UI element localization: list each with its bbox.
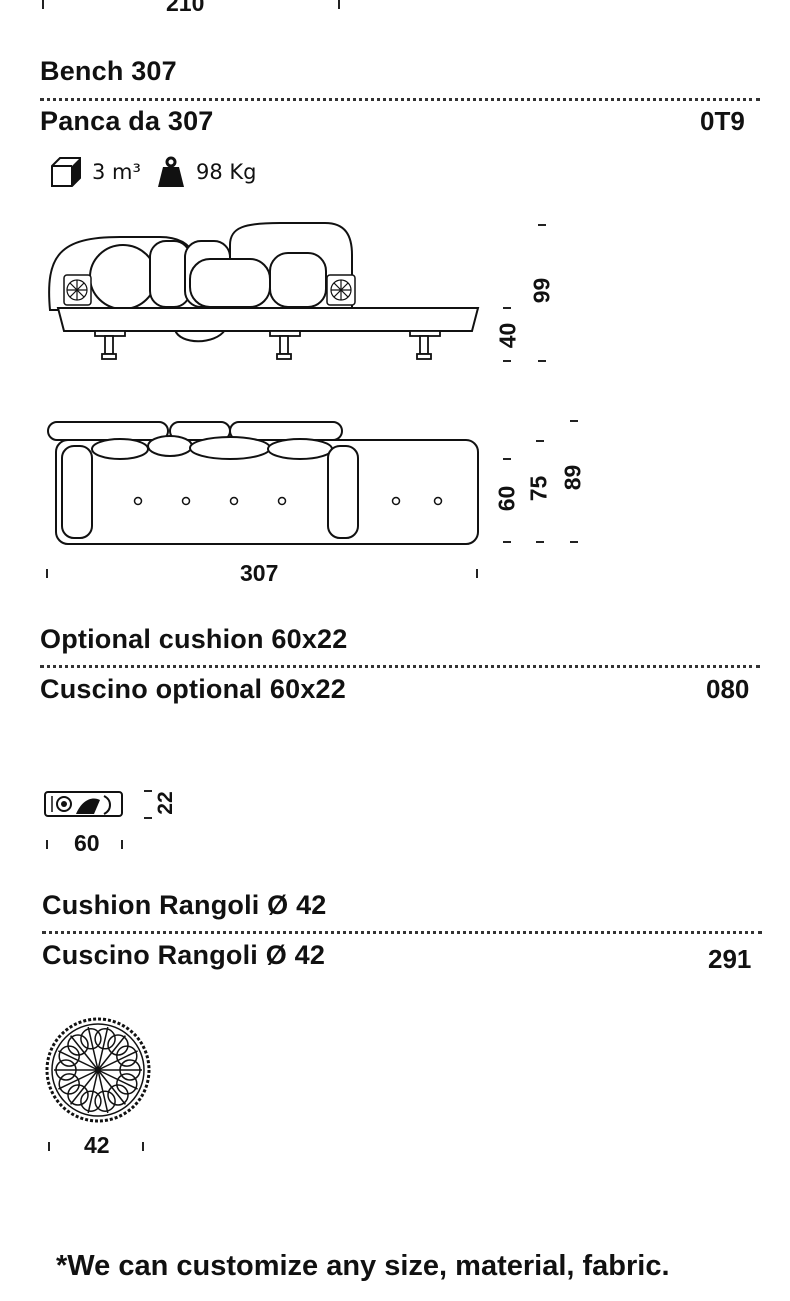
dim-tick bbox=[42, 0, 44, 9]
dim-tick bbox=[570, 420, 578, 422]
dim-tick bbox=[144, 790, 152, 792]
dim-height-back: 99 bbox=[528, 277, 555, 304]
cushion-title-it: Cuscino optional 60x22 bbox=[40, 674, 346, 704]
weight-icon bbox=[158, 156, 184, 187]
section-divider bbox=[42, 931, 762, 934]
dim-tick bbox=[121, 840, 123, 849]
rangoli-cushion-drawing bbox=[45, 1017, 151, 1123]
cushion-dim-height: 22 bbox=[154, 791, 177, 815]
dim-tick bbox=[338, 0, 340, 9]
cushion-code: 080 bbox=[706, 674, 750, 704]
dim-tick bbox=[570, 541, 578, 543]
dim-tick bbox=[48, 1142, 50, 1151]
cushion-dim-width: 60 bbox=[74, 830, 100, 856]
top-dimension: 210 bbox=[166, 0, 205, 16]
rangoli-title-en: Cushion Rangoli Ø 42 bbox=[42, 890, 327, 920]
dim-tick bbox=[503, 458, 511, 460]
dim-tick bbox=[503, 307, 511, 309]
dim-tick bbox=[144, 817, 152, 819]
section-divider bbox=[40, 665, 760, 668]
rangoli-title-it: Cuscino Rangoli Ø 42 bbox=[42, 940, 326, 970]
optional-cushion-drawing bbox=[44, 791, 123, 817]
dim-depth-total: 89 bbox=[559, 464, 586, 491]
section-divider bbox=[40, 98, 760, 101]
cushion-title-en: Optional cushion 60x22 bbox=[40, 624, 348, 654]
bench-code: 0T9 bbox=[700, 106, 745, 136]
dim-tick bbox=[503, 360, 511, 362]
dim-tick bbox=[476, 569, 478, 578]
rangoli-code: 291 bbox=[708, 944, 752, 974]
bench-front-view bbox=[48, 222, 480, 360]
dim-tick bbox=[46, 840, 48, 849]
dim-width: 307 bbox=[240, 560, 279, 586]
dim-tick bbox=[142, 1142, 144, 1151]
bench-title-it: Panca da 307 bbox=[40, 106, 214, 136]
dim-tick bbox=[536, 440, 544, 442]
dim-depth-seat: 60 bbox=[493, 485, 520, 512]
bench-top-view bbox=[47, 421, 479, 545]
bench-title-en: Bench 307 bbox=[40, 56, 177, 86]
customization-note: *We can customize any size, material, fa… bbox=[56, 1250, 670, 1282]
dim-tick bbox=[536, 541, 544, 543]
rangoli-dim-diameter: 42 bbox=[84, 1132, 110, 1158]
dim-seat-height: 40 bbox=[494, 322, 521, 349]
bench-weight: 98 Kg bbox=[196, 160, 257, 184]
dim-tick bbox=[538, 360, 546, 362]
box-icon bbox=[51, 157, 81, 187]
bench-volume: 3 m³ bbox=[92, 160, 141, 184]
dim-depth-mid: 75 bbox=[525, 475, 552, 502]
dim-tick bbox=[503, 541, 511, 543]
dim-tick bbox=[46, 569, 48, 578]
dim-tick bbox=[538, 224, 546, 226]
